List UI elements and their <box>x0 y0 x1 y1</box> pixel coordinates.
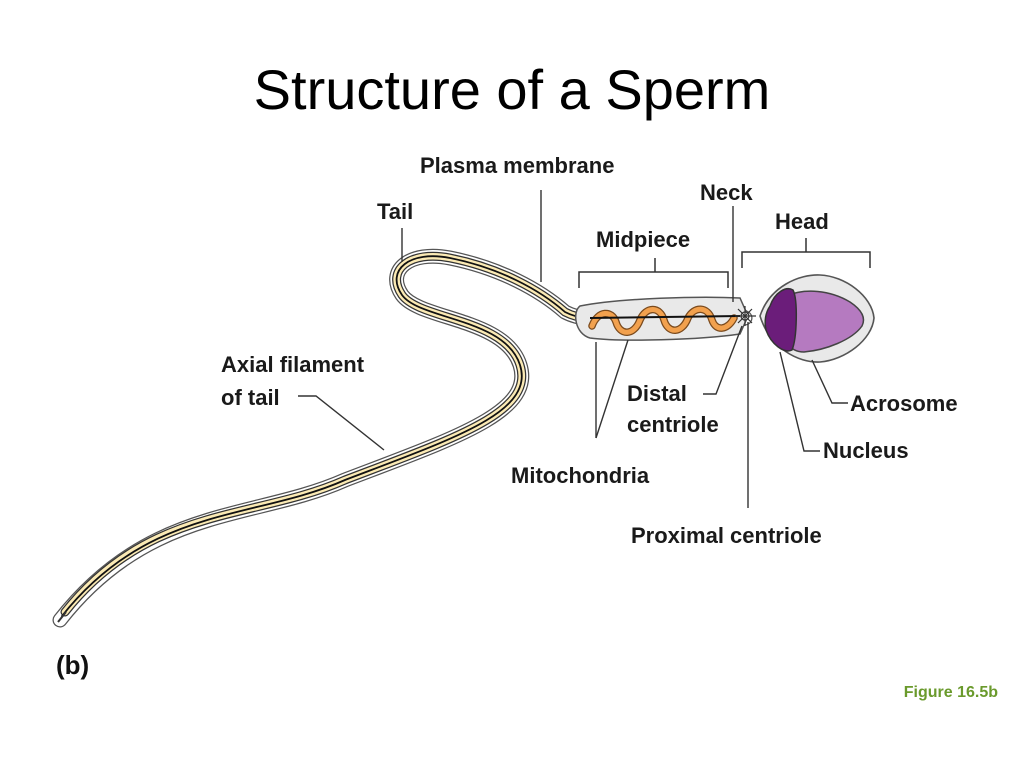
mitochondria-coils-fill <box>589 306 737 335</box>
label-distal-2: centriole <box>627 412 719 437</box>
label-plasma-membrane: Plasma membrane <box>420 153 614 178</box>
head-bracket <box>741 238 871 268</box>
label-nucleus: Nucleus <box>823 438 909 463</box>
midpiece-axial <box>589 315 741 319</box>
tail-tip <box>57 611 67 623</box>
centriole-icon <box>735 306 756 326</box>
leader-lines <box>298 190 848 508</box>
label-axial-filament-2: of tail <box>221 385 280 410</box>
label-neck: Neck <box>700 180 753 205</box>
label-mitochondria: Mitochondria <box>511 463 650 488</box>
label-proximal-centriole: Proximal centriole <box>631 523 822 548</box>
label-distal-1: Distal <box>627 381 687 406</box>
tail-core <box>60 251 625 617</box>
axial-filament <box>61 255 736 617</box>
label-axial-filament-1: Axial filament <box>221 352 365 377</box>
label-acrosome: Acrosome <box>850 391 958 416</box>
slide-title: Structure of a Sperm <box>253 58 771 121</box>
figure-reference: Figure 16.5b <box>903 684 998 701</box>
midpiece-bracket <box>578 258 729 288</box>
label-midpiece: Midpiece <box>596 227 690 252</box>
label-head: Head <box>775 209 829 234</box>
panel-label: (b) <box>56 650 90 680</box>
label-tail: Tail <box>377 199 413 224</box>
tail-core-fill <box>61 253 624 616</box>
nucleus-shape <box>764 288 797 352</box>
